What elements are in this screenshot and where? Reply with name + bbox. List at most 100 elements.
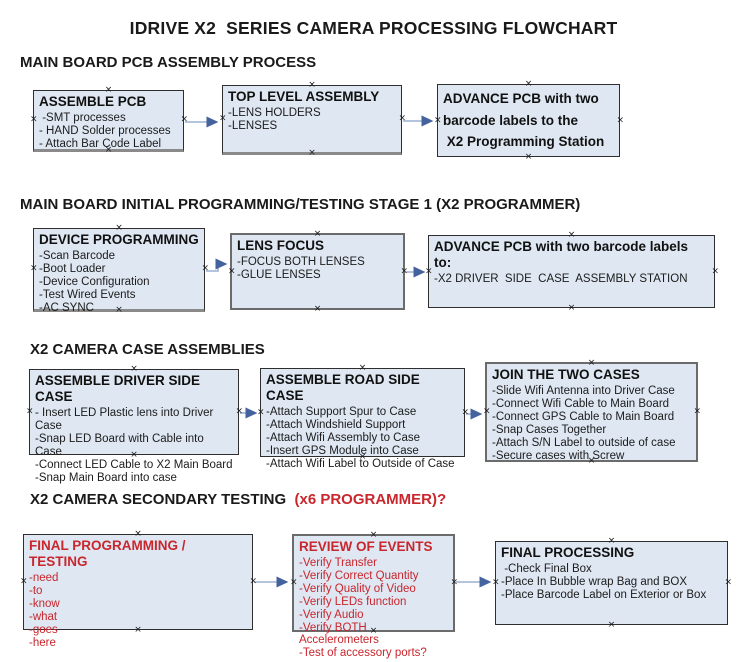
box-item: -Verify Transfer <box>299 557 377 570</box>
connector-arrow-3 <box>206 258 228 272</box>
selection-handle-icon: × <box>524 152 533 162</box>
box-item: -Connect GPS Cable to Main Board <box>492 410 675 423</box>
box-item: -Test Wired Events <box>39 288 136 301</box>
box-item: - Insert LED Plastic lens into Driver Ca… <box>35 407 217 433</box>
box-item: -Slide Wifi Antenna into Driver Case <box>492 385 675 398</box>
box-title-line: ASSEMBLE ROAD SIDE CASE <box>266 372 424 404</box>
box-title: ASSEMBLE PCB <box>39 94 178 110</box>
box-lens-focus: LENS FOCUS -FOCUS BOTH LENSES-GLUE LENSE… <box>228 230 408 314</box>
selection-handle-icon: × <box>249 576 257 587</box>
box-title: LENS FOCUS <box>237 238 398 254</box>
selection-handle-icon: × <box>400 266 408 276</box>
selection-handle-icon: × <box>398 113 406 124</box>
box-title-line: FINAL PROGRAMMING / TESTING <box>29 538 190 570</box>
box-item: -Snap LED Board with Cable into Case <box>35 433 207 458</box>
box-title: ADVANCE PCB with two barcode labels to th… <box>443 88 614 153</box>
section-heading-text: MAIN BOARD PCB ASSEMBLY PROCESS <box>20 54 317 71</box>
box-item: -Verify Correct Quantity <box>299 570 419 583</box>
box-items: -X2 DRIVER SIDE CASE ASSEMBLY STATION <box>434 273 709 286</box>
box-item: -Scan Barcode <box>39 250 116 263</box>
box-items: - Insert LED Plastic lens into Driver Ca… <box>35 407 233 484</box>
selection-handle-icon: × <box>30 263 38 274</box>
selection-handle-icon: × <box>257 407 265 417</box>
box-title: ASSEMBLE ROAD SIDE CASE <box>266 372 459 404</box>
box-final-processing: FINAL PROCESSING -Check Final Box-Place … <box>492 537 732 630</box>
selection-handle-icon: × <box>26 406 34 417</box>
box-title-line: ADVANCE PCB with two barcode labels to: <box>434 239 692 271</box>
box-title-line: DEVICE PROGRAMMING <box>39 232 199 247</box>
box-title: TOP LEVEL ASSEMBLY <box>228 89 396 105</box>
box-items: -Scan Barcode-Boot Loader-Device Configu… <box>39 250 199 314</box>
box-item: -know <box>29 598 60 611</box>
selection-handle-icon: × <box>483 406 491 417</box>
box-title-line: REVIEW OF EVENTS <box>299 539 433 554</box>
box-title-line: ASSEMBLE PCB <box>39 94 147 109</box>
box-final-programming-testing: FINAL PROGRAMMING / TESTING -need-to-kno… <box>20 530 257 649</box>
box-title: JOIN THE TWO CASES <box>492 367 691 383</box>
section-heading-case-assemblies: X2 CAMERA CASE ASSEMBLIES <box>30 341 265 358</box>
box-item: -what <box>29 611 58 623</box>
box-item: -FOCUS BOTH LENSES <box>237 256 365 269</box>
box-item: -Verify BOTH Accelerometers <box>299 621 379 647</box>
box-item: -Verify Audio <box>299 608 364 621</box>
box-item: -Device Configuration <box>39 275 150 288</box>
box-items: -SMT processes- HAND Solder processes- A… <box>39 112 178 151</box>
box-title-line: X2 Programming Station <box>443 134 605 150</box>
box-item: -SMT processes <box>39 112 126 125</box>
box-title: DEVICE PROGRAMMING <box>39 232 199 248</box>
box-title-line: ASSEMBLE DRIVER SIDE CASE <box>35 373 204 405</box>
box-assemble-driver-side-case: ASSEMBLE DRIVER SIDE CASE - Insert LED P… <box>26 365 243 484</box>
selection-handle-icon: × <box>567 303 576 313</box>
box-item: -here <box>29 636 56 649</box>
box-item: -X2 DRIVER SIDE CASE ASSEMBLY STATION <box>434 273 688 286</box>
box-assemble-pcb: ASSEMBLE PCB -SMT processes- HAND Solder… <box>30 86 188 155</box>
section-heading-text: MAIN BOARD INITIAL PROGRAMMING/TESTING S… <box>20 196 581 213</box>
section-heading-red-text: (x6 PROGRAMMER)? <box>294 491 447 508</box>
section-heading-pcb-assembly: MAIN BOARD PCB ASSEMBLY PROCESS <box>20 54 316 71</box>
box-top-level-assembly: TOP LEVEL ASSEMBLY -LENS HOLDERS-LENSES … <box>219 81 406 158</box>
selection-handle-icon: × <box>235 406 243 417</box>
selection-handle-icon: × <box>434 115 442 125</box>
box-item: -Place In Bubble wrap Bag and BOX <box>501 576 688 589</box>
box-items: -FOCUS BOTH LENSES-GLUE LENSES <box>237 256 398 282</box>
section-heading-text: X2 CAMERA CASE ASSEMBLIES <box>30 341 265 358</box>
box-title-line: barcode labels to the <box>443 112 579 128</box>
box-item: -goes <box>29 623 58 636</box>
box-advance-pcb-case-assembly: ADVANCE PCB with two barcode labels to: … <box>425 231 719 313</box>
box-title-line: TOP LEVEL ASSEMBLY <box>228 89 380 104</box>
box-items: -need-to-know-what-goes-here <box>29 572 247 649</box>
selection-handle-icon: × <box>492 577 500 588</box>
box-item: -Snap Main Board into case <box>35 471 177 484</box>
box-title-line: ADVANCE PCB with two <box>443 91 599 106</box>
box-title-line: FINAL PROCESSING <box>501 545 635 560</box>
box-item: -Connect Wifi Cable to Main Board <box>492 398 670 411</box>
box-item: -Check Final Box <box>501 563 592 576</box>
box-title: REVIEW OF EVENTS <box>299 539 448 555</box>
box-title-line: LENS FOCUS <box>237 238 325 253</box>
box-items: -Attach Support Spur to Case-Attach Wind… <box>266 406 459 470</box>
selection-handle-icon: × <box>313 304 322 314</box>
box-item: -GLUE LENSES <box>237 269 321 282</box>
selection-handle-icon: × <box>228 266 236 276</box>
selection-handle-icon: × <box>180 114 188 125</box>
box-join-the-two-cases: JOIN THE TWO CASES -Slide Wifi Antenna i… <box>483 359 701 466</box>
box-assemble-road-side-case: ASSEMBLE ROAD SIDE CASE -Attach Support … <box>257 364 469 470</box>
box-item: -Test of accessory ports? <box>299 647 427 660</box>
box-title-line: JOIN THE TWO CASES <box>492 367 640 382</box>
box-item: -need <box>29 572 59 585</box>
box-item: -Place Barcode Label on Exterior or Box <box>501 588 707 601</box>
selection-handle-icon: × <box>450 577 458 588</box>
box-item: -LENS HOLDERS <box>228 107 321 120</box>
box-advance-pcb-programming-station: ADVANCE PCB with two barcode labels to th… <box>434 80 624 162</box>
box-title: ASSEMBLE DRIVER SIDE CASE <box>35 373 233 405</box>
section-heading-initial-programming: MAIN BOARD INITIAL PROGRAMMING/TESTING S… <box>20 196 580 213</box>
box-item: -to <box>29 585 43 598</box>
selection-handle-icon: × <box>711 266 719 276</box>
page-title: IDRIVE X2 SERIES CAMERA PROCESSING FLOWC… <box>129 18 618 38</box>
box-item: -Secure cases with Screw <box>492 449 625 462</box>
box-title: FINAL PROCESSING <box>501 545 722 561</box>
box-item: -Attach Wifi Assembly to Case <box>266 432 421 445</box>
box-device-programming: DEVICE PROGRAMMING -Scan Barcode-Boot Lo… <box>30 224 209 315</box>
box-item: - Attach Bar Code Label <box>39 137 162 150</box>
selection-handle-icon: × <box>219 113 227 124</box>
